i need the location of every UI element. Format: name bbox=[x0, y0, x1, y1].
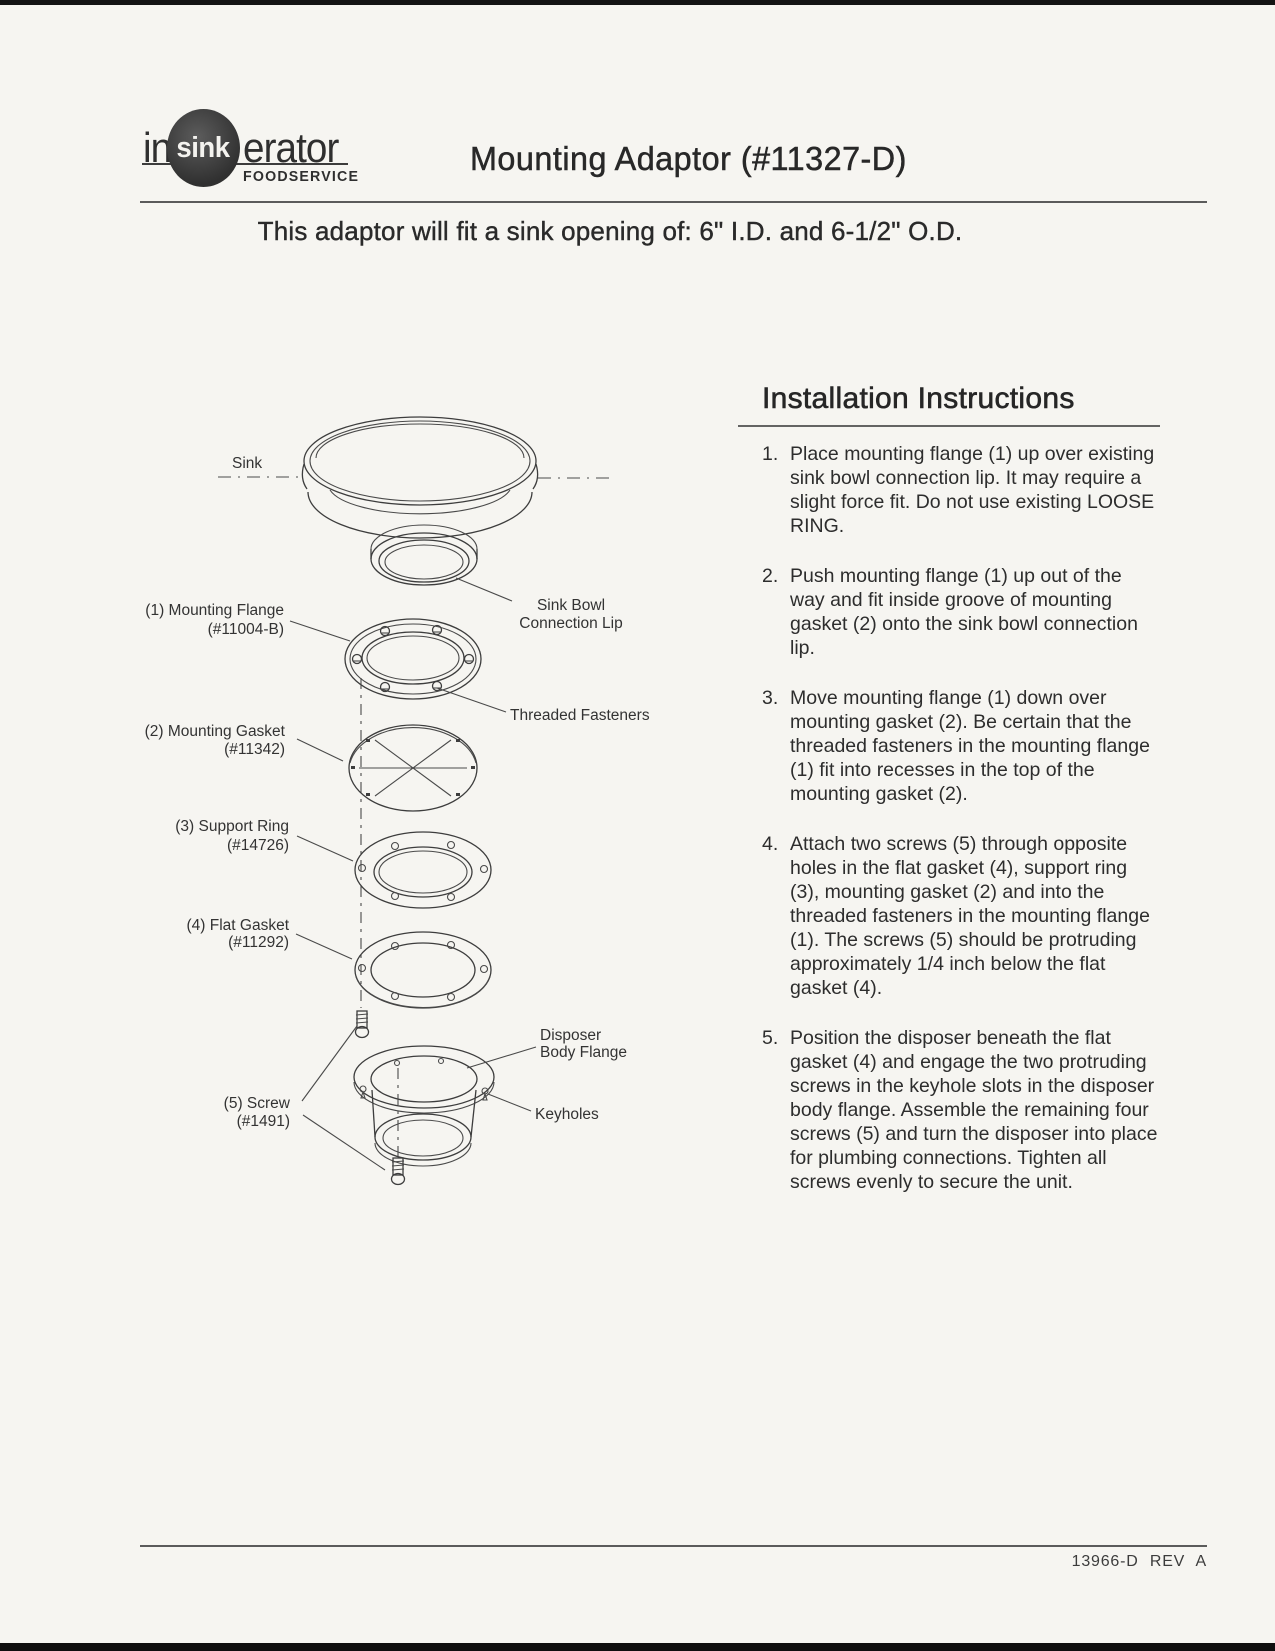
label-sink-bowl: Sink Bowl bbox=[537, 597, 605, 614]
label-connection-lip: Connection Lip bbox=[519, 615, 622, 632]
leader-lines bbox=[289, 577, 537, 1171]
step-text: Attach two screws (5) through opposite h… bbox=[790, 833, 1150, 999]
label-mounting-flange: (1) Mounting Flange bbox=[145, 602, 284, 619]
footer-rule bbox=[140, 1545, 1207, 1547]
installation-instructions: Installation Instructions 1. Place mount… bbox=[738, 382, 1160, 1220]
label-body-flange: Body Flange bbox=[540, 1044, 627, 1061]
label-keyholes: Keyholes bbox=[535, 1106, 599, 1123]
logo-word-sink: sink bbox=[176, 131, 231, 164]
instruction-step-5: 5. Position the disposer beneath the fla… bbox=[762, 1026, 1160, 1194]
screw-upper-drawing bbox=[354, 1010, 370, 1039]
logo-circle: sink bbox=[167, 109, 240, 187]
page-title: Mounting Adaptor (#11327-D) bbox=[470, 140, 907, 178]
scan-edge-top bbox=[0, 0, 1275, 5]
keyholes-drawing bbox=[359, 1057, 489, 1101]
label-flat-gasket: (4) Flat Gasket bbox=[187, 917, 290, 934]
step-text: Position the disposer beneath the flat g… bbox=[790, 1027, 1158, 1193]
mounting-flange-drawing bbox=[344, 618, 482, 700]
instructions-rule bbox=[738, 425, 1160, 427]
step-number: 4. bbox=[762, 833, 779, 855]
threaded-fasteners-drawing bbox=[351, 624, 475, 693]
support-ring-drawing bbox=[354, 831, 492, 909]
exploded-diagram: Sink (1) Mounting Flange (#11004-B) Sink… bbox=[145, 416, 650, 1186]
mounting-gasket-drawing bbox=[348, 724, 478, 812]
instruction-steps: 1. Place mounting flange (1) up over exi… bbox=[738, 442, 1160, 1194]
instruction-step-1: 1. Place mounting flange (1) up over exi… bbox=[762, 442, 1160, 538]
label-mounting-gasket-part: (#11342) bbox=[224, 741, 285, 758]
screw-lower-drawing bbox=[390, 1157, 406, 1186]
step-text: Move mounting flange (1) down over mount… bbox=[790, 687, 1150, 805]
disposer-body-drawing bbox=[353, 1045, 495, 1167]
label-screw-part: (#1491) bbox=[237, 1113, 290, 1130]
flat-gasket-drawing bbox=[354, 931, 492, 1009]
instruction-step-4: 4. Attach two screws (5) through opposit… bbox=[762, 832, 1160, 1000]
logo-division-foodservice: FOODSERVICE bbox=[243, 169, 360, 185]
fit-note: This adaptor will fit a sink opening of:… bbox=[257, 216, 963, 246]
label-disposer: Disposer bbox=[540, 1027, 601, 1044]
sink-bowl-drawing bbox=[301, 416, 539, 586]
step-number: 2. bbox=[762, 565, 779, 587]
step-text: Push mounting flange (1) up out of the w… bbox=[790, 565, 1138, 659]
label-support-ring-part: (#14726) bbox=[227, 837, 289, 854]
step-number: 1. bbox=[762, 443, 779, 465]
instruction-step-2: 2. Push mounting flange (1) up out of th… bbox=[762, 564, 1160, 660]
label-sink: Sink bbox=[232, 455, 262, 472]
instructions-heading: Installation Instructions bbox=[762, 382, 1075, 416]
step-number: 3. bbox=[762, 687, 779, 709]
scan-edge-bottom bbox=[0, 1643, 1275, 1651]
label-threaded-fasteners: Threaded Fasteners bbox=[510, 707, 650, 724]
label-flat-gasket-part: (#11292) bbox=[228, 934, 289, 951]
sink-centerline bbox=[218, 476, 612, 479]
logo-underline bbox=[142, 163, 348, 165]
label-screw: (5) Screw bbox=[224, 1095, 291, 1112]
instruction-step-3: 3. Move mounting flange (1) down over mo… bbox=[762, 686, 1160, 806]
label-mounting-gasket: (2) Mounting Gasket bbox=[145, 723, 286, 740]
header-rule bbox=[140, 201, 1207, 203]
label-support-ring: (3) Support Ring bbox=[175, 818, 289, 835]
step-number: 5. bbox=[762, 1027, 779, 1049]
footer-code: 13966-D REV A bbox=[1071, 1553, 1207, 1570]
label-mounting-flange-part: (#11004-B) bbox=[208, 621, 284, 638]
step-text: Place mounting flange (1) up over existi… bbox=[790, 443, 1155, 537]
logo-word-erator: erator bbox=[243, 124, 339, 171]
